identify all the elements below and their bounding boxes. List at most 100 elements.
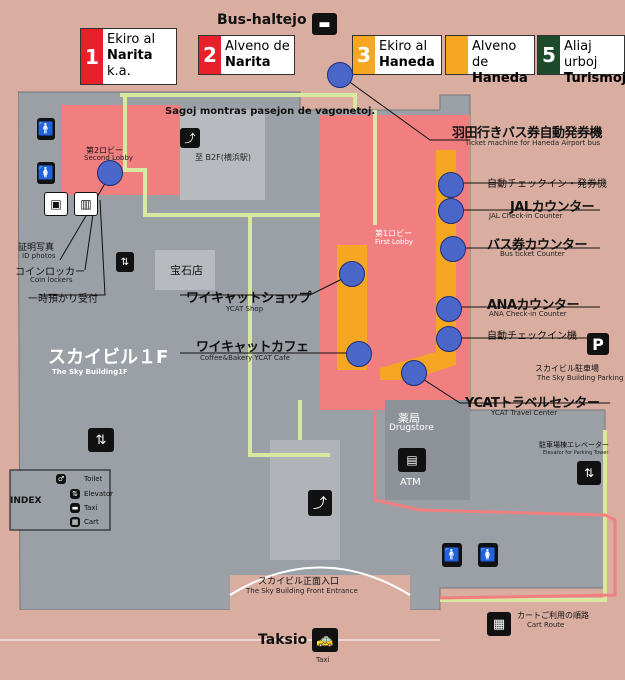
- ycat-cafe-jp: ワイキャットカフェ: [196, 340, 309, 355]
- toilet-icon: 🚺: [37, 162, 55, 184]
- ticket-machine-en: Ticket machine for Haneda Airport bus: [465, 139, 601, 147]
- second-lobby-area: [62, 105, 180, 195]
- id-photo-en: ID photos: [22, 252, 56, 260]
- ana-counter-en: ANA Check-in Counter: [489, 310, 567, 318]
- index-taxi: Taxi: [84, 504, 98, 512]
- sky-building-jp: スカイビル１F: [48, 347, 169, 368]
- escalator-icon: ⤴: [308, 490, 332, 516]
- legend-line: Turismoj: [564, 71, 625, 86]
- location-dot[interactable]: [346, 341, 372, 367]
- drugstore-en: Drugstore: [389, 423, 434, 433]
- parking-jp: スカイビル駐車場: [535, 364, 599, 373]
- coin-locker-jp: コインロッカー: [15, 267, 85, 278]
- elevator-icon: ⇅: [116, 252, 134, 272]
- legend-number: 5: [538, 36, 560, 74]
- legend-number: 2: [199, 36, 221, 74]
- legend-number: 1: [81, 29, 103, 84]
- auto-checkin-label: 自動チェックイン・発券機: [487, 179, 607, 190]
- toilet-icon: ♂: [56, 474, 66, 484]
- toilet-icon: 🚹: [442, 543, 462, 567]
- location-dot[interactable]: [339, 261, 365, 287]
- legend-number: 3: [353, 36, 375, 74]
- cart-note: Sagoj montras pasejon de vagonetoj.: [165, 106, 376, 117]
- first-lobby-en: First Lobby: [375, 238, 414, 246]
- legend-line: Alveno de: [225, 39, 290, 54]
- atm-label: ATM: [400, 477, 421, 488]
- parking-icon: P: [587, 333, 609, 355]
- elevator-icon: ⇅: [577, 461, 601, 485]
- entrance-en: The Sky Building Front Entrance: [246, 587, 358, 595]
- location-dot[interactable]: [401, 360, 427, 386]
- taxi-title: Taksio: [258, 632, 308, 648]
- taxi-en: Taxi: [316, 656, 330, 664]
- ycat-shop-en: YCAT Shop: [226, 305, 264, 313]
- legend-line: Narita: [225, 55, 271, 70]
- index-title: INDEX: [10, 496, 42, 506]
- legend-line: Aliaj urboj: [564, 39, 598, 70]
- index-toilet: Toilet: [84, 475, 103, 483]
- cart-route-jp: カートご利用の順路: [517, 611, 589, 620]
- legend-number: [446, 36, 468, 74]
- ticket-machine-jp: 羽田行きバス券自動発券機: [452, 126, 603, 141]
- atm-icon: ▤: [398, 448, 426, 472]
- legend-line: Alveno de: [472, 39, 517, 70]
- baggage-jp: 一時預かり受付: [28, 294, 98, 305]
- location-dot[interactable]: [438, 172, 464, 198]
- jal-counter-jp: JALカウンター: [510, 200, 595, 215]
- location-dot[interactable]: [436, 326, 462, 352]
- cart-route-en: Cart Route: [527, 621, 565, 629]
- id-photo-jp: 証明写真: [18, 243, 55, 253]
- cart-route-line: [373, 400, 617, 600]
- index-elevator: Elevator: [84, 490, 114, 498]
- drugstore-jp: 薬局: [398, 412, 420, 425]
- legend-line: Haneda: [472, 71, 528, 86]
- second-lobby-jp: 第2ロビー: [86, 146, 124, 155]
- legend-line: Haneda: [379, 55, 435, 70]
- elevator-parking-en: Elevator for Parking Tower: [543, 450, 609, 456]
- legend-line: Ekiro al: [107, 32, 156, 47]
- ana-counter-jp: ANAカウンター: [487, 298, 580, 313]
- coin-locker-en: Coin lockers: [30, 276, 73, 284]
- legend-line: Narita: [107, 48, 153, 63]
- id-photo-icon: ▣: [44, 192, 68, 216]
- second-lobby-en: Second Lobby: [84, 154, 134, 162]
- b2f-label: 至 B2F(横浜駅): [195, 153, 251, 162]
- entrance-jp: スカイビル正面入口: [258, 577, 340, 587]
- cart-icon: ▦: [70, 517, 80, 527]
- ycat-cafe-en: Coffee&Bakery YCAT Cafe: [200, 354, 290, 362]
- cart-icon: ▦: [487, 612, 511, 636]
- parking-en: The Sky Building Parking: [537, 374, 624, 382]
- elevator-parking-jp: 駐車場棟エレベーター: [539, 441, 609, 449]
- index-cart: Cart: [84, 518, 99, 526]
- jewelry-label: 宝石店: [170, 264, 203, 277]
- travel-center-jp: YCATトラベルセンター: [465, 396, 600, 411]
- taxi-icon: ▬: [70, 503, 80, 513]
- location-dot[interactable]: [438, 198, 464, 224]
- bus-ticket-jp: バス券カウンター: [487, 238, 588, 253]
- travel-center-en: YCAT Travel Center: [491, 409, 558, 417]
- location-dot[interactable]: [327, 62, 353, 88]
- taxi-icon: 🚕: [312, 628, 338, 652]
- escalator-icon: ⤴: [180, 128, 200, 148]
- elevator-icon: ⇅: [88, 428, 114, 452]
- toilet-icon: 🚹: [37, 118, 55, 140]
- location-dot[interactable]: [440, 236, 466, 262]
- auto-checkin2-label: 自動チェックイン機: [487, 331, 577, 342]
- ycat-shop-jp: ワイキャットショップ: [186, 291, 312, 306]
- coin-locker-icon: ▥: [74, 192, 98, 216]
- location-dot[interactable]: [436, 296, 462, 322]
- legend-line: k.a.: [107, 64, 131, 79]
- bus-ticket-en: Bus ticket Counter: [500, 250, 565, 258]
- toilet-icon: 🚺: [478, 543, 498, 567]
- bus-icon: ▬: [312, 13, 337, 35]
- legend-line: Ekiro al: [379, 39, 428, 54]
- first-lobby-jp: 第1ロビー: [375, 229, 413, 238]
- sky-building-en: The Sky Building1F: [52, 368, 128, 376]
- bus-stop-title: Bus-haltejo: [217, 12, 307, 28]
- location-dot[interactable]: [97, 160, 123, 186]
- elevator-icon: ⇅: [70, 489, 80, 499]
